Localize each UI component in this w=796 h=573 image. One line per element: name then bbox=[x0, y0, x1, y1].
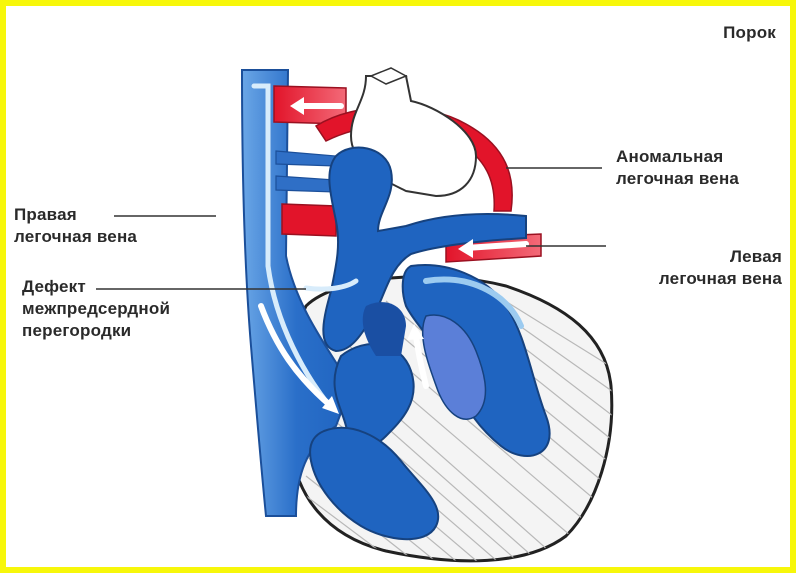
label-line: легочная вена bbox=[602, 268, 782, 290]
label-line: перегородки bbox=[22, 320, 170, 342]
label-anomalous-vein: Аномальная легочная вена bbox=[616, 146, 739, 190]
label-left-vein: Левая легочная вена bbox=[602, 246, 782, 290]
diagram-title: Порок bbox=[696, 22, 776, 44]
diagram-frame: Порок Аномальная легочная вена Правая ле… bbox=[6, 6, 790, 567]
label-line: Правая bbox=[14, 204, 137, 226]
label-right-vein: Правая легочная вена bbox=[14, 204, 137, 248]
label-line: Левая bbox=[602, 246, 782, 268]
label-septal-defect: Дефект межпредсердной перегородки bbox=[22, 276, 170, 342]
right-pulmonary-lower bbox=[282, 204, 336, 236]
label-line: Дефект bbox=[22, 276, 170, 298]
label-line: легочная вена bbox=[14, 226, 137, 248]
label-line: легочная вена bbox=[616, 168, 739, 190]
label-line: межпредсердной bbox=[22, 298, 170, 320]
label-line: Аномальная bbox=[616, 146, 739, 168]
